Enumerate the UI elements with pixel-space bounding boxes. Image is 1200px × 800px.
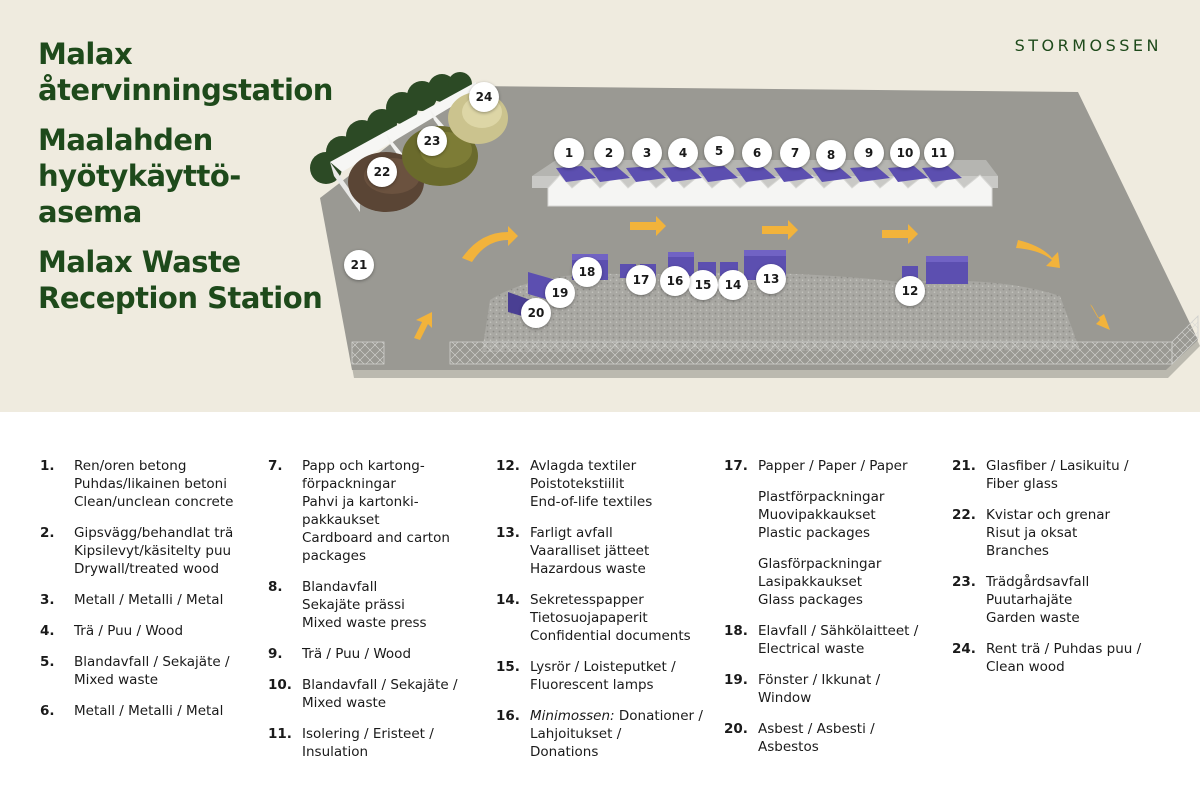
- legend-item-7: 7. Papp och kartong- förpackningar Pahvi…: [268, 458, 450, 564]
- map-label-9: 9: [854, 138, 884, 168]
- map-label-4: 4: [668, 138, 698, 168]
- title-english: Malax Waste Reception Station: [38, 245, 323, 315]
- map-label-10: 10: [890, 138, 920, 168]
- legend-item-19: 19. Fönster / Ikkunat / Window: [724, 672, 881, 706]
- bunker-wall-back: [330, 82, 476, 172]
- top-containers: [556, 166, 962, 182]
- legend-item-16: 16. Minimossen: Donationer / Lahjoitukse…: [496, 708, 703, 760]
- map-label-3: 3: [632, 138, 662, 168]
- legend-item-20: 20. Asbest / Asbesti / Asbestos: [724, 721, 875, 755]
- legend-item-17: 17. Papper / Paper / Paper Plastförpackn…: [724, 458, 908, 608]
- legend: 1. Ren/oren betong Puhdas/likainen beton…: [0, 412, 1200, 800]
- legend-item-8: 8. Blandavfall Sekajäte prässi Mixed was…: [268, 579, 427, 631]
- map-panel: Malax återvinningstation Maalahden hyöty…: [0, 0, 1200, 412]
- bunker-wall-left: [330, 162, 360, 212]
- map-label-17: 17: [626, 265, 656, 295]
- gravel-area: [482, 272, 1080, 352]
- legend-item-4: 4. Trä / Puu / Wood: [40, 623, 184, 639]
- map-label-5: 5: [704, 136, 734, 166]
- legend-item-9: 9. Trä / Puu / Wood: [268, 646, 412, 662]
- map-label-14: 14: [718, 270, 748, 300]
- map-label-23: 23: [417, 126, 447, 156]
- map-label-18: 18: [572, 257, 602, 287]
- fence-front-left: [351, 341, 385, 365]
- map-label-15: 15: [688, 270, 718, 300]
- title-swedish: Malax återvinningstation: [38, 37, 333, 107]
- legend-item-6: 6. Metall / Metalli / Metal: [40, 703, 224, 719]
- legend-item-15: 15. Lysrör / Loisteputket / Fluorescent …: [496, 659, 676, 693]
- map-label-12: 12: [895, 276, 925, 306]
- map-label-7: 7: [780, 138, 810, 168]
- fence-right: [1171, 315, 1199, 365]
- title-finnish: Maalahden hyötykäyttö-asema: [38, 123, 241, 229]
- brand-logo: STORMOSSEN: [1014, 36, 1162, 55]
- map-label-6: 6: [742, 138, 772, 168]
- traffic-arrows: [414, 216, 1110, 340]
- map-label-22: 22: [367, 157, 397, 187]
- legend-item-23: 23. Trädgårdsavfall Puutarhajäte Garden …: [952, 574, 1090, 626]
- legend-item-18: 18. Elavfall / Sähkölaitteet / Electrica…: [724, 623, 919, 657]
- legend-item-5: 5. Blandavfall / Sekajäte / Mixed waste: [40, 654, 230, 688]
- legend-column-3: 12. Avlagda textiler Poistotekstiilit En…: [496, 457, 716, 774]
- legend-column-2: 7. Papp och kartong- förpackningar Pahvi…: [268, 457, 488, 774]
- map-label-20: 20: [521, 298, 551, 328]
- map-label-8: 8: [816, 140, 846, 170]
- map-label-16: 16: [660, 266, 690, 296]
- legend-column-1: 1. Ren/oren betong Puhdas/likainen beton…: [40, 457, 260, 733]
- fence-front: [449, 341, 1173, 365]
- map-label-2: 2: [594, 138, 624, 168]
- legend-item-21: 21. Glasfiber / Lasikuitu / Fiber glass: [952, 458, 1129, 492]
- map-label-19: 19: [545, 278, 575, 308]
- legend-column-4: 17. Papper / Paper / Paper Plastförpackn…: [724, 457, 944, 769]
- legend-item-3: 3. Metall / Metalli / Metal: [40, 592, 224, 608]
- legend-item-12: 12. Avlagda textiler Poistotekstiilit En…: [496, 458, 653, 510]
- legend-item-24: 24. Rent trä / Puhdas puu / Clean wood: [952, 641, 1142, 675]
- page-title: Malax återvinningstation Maalahden hyöty…: [38, 36, 338, 330]
- legend-item-11: 11. Isolering / Eristeet / Insulation: [268, 726, 434, 760]
- legend-item-2: 2. Gipsvägg/behandlat trä Kipsilevyt/käs…: [40, 525, 234, 577]
- map-label-24: 24: [469, 82, 499, 112]
- map-label-13: 13: [756, 264, 786, 294]
- map-label-11: 11: [924, 138, 954, 168]
- site-map: [310, 72, 1200, 378]
- legend-item-10: 10. Blandavfall / Sekajäte / Mixed waste: [268, 677, 458, 711]
- map-label-21: 21: [344, 250, 374, 280]
- legend-column-5: 21. Glasfiber / Lasikuitu / Fiber glass …: [952, 457, 1172, 689]
- legend-item-22: 22. Kvistar och grenar Risut ja oksat Br…: [952, 507, 1111, 559]
- legend-item-1: 1. Ren/oren betong Puhdas/likainen beton…: [40, 458, 234, 510]
- legend-item-14: 14. Sekretesspapper Tietosuojapaperit Co…: [496, 592, 691, 644]
- legend-item-13: 13. Farligt avfall Vaaralliset jätteet H…: [496, 525, 650, 577]
- map-label-1: 1: [554, 138, 584, 168]
